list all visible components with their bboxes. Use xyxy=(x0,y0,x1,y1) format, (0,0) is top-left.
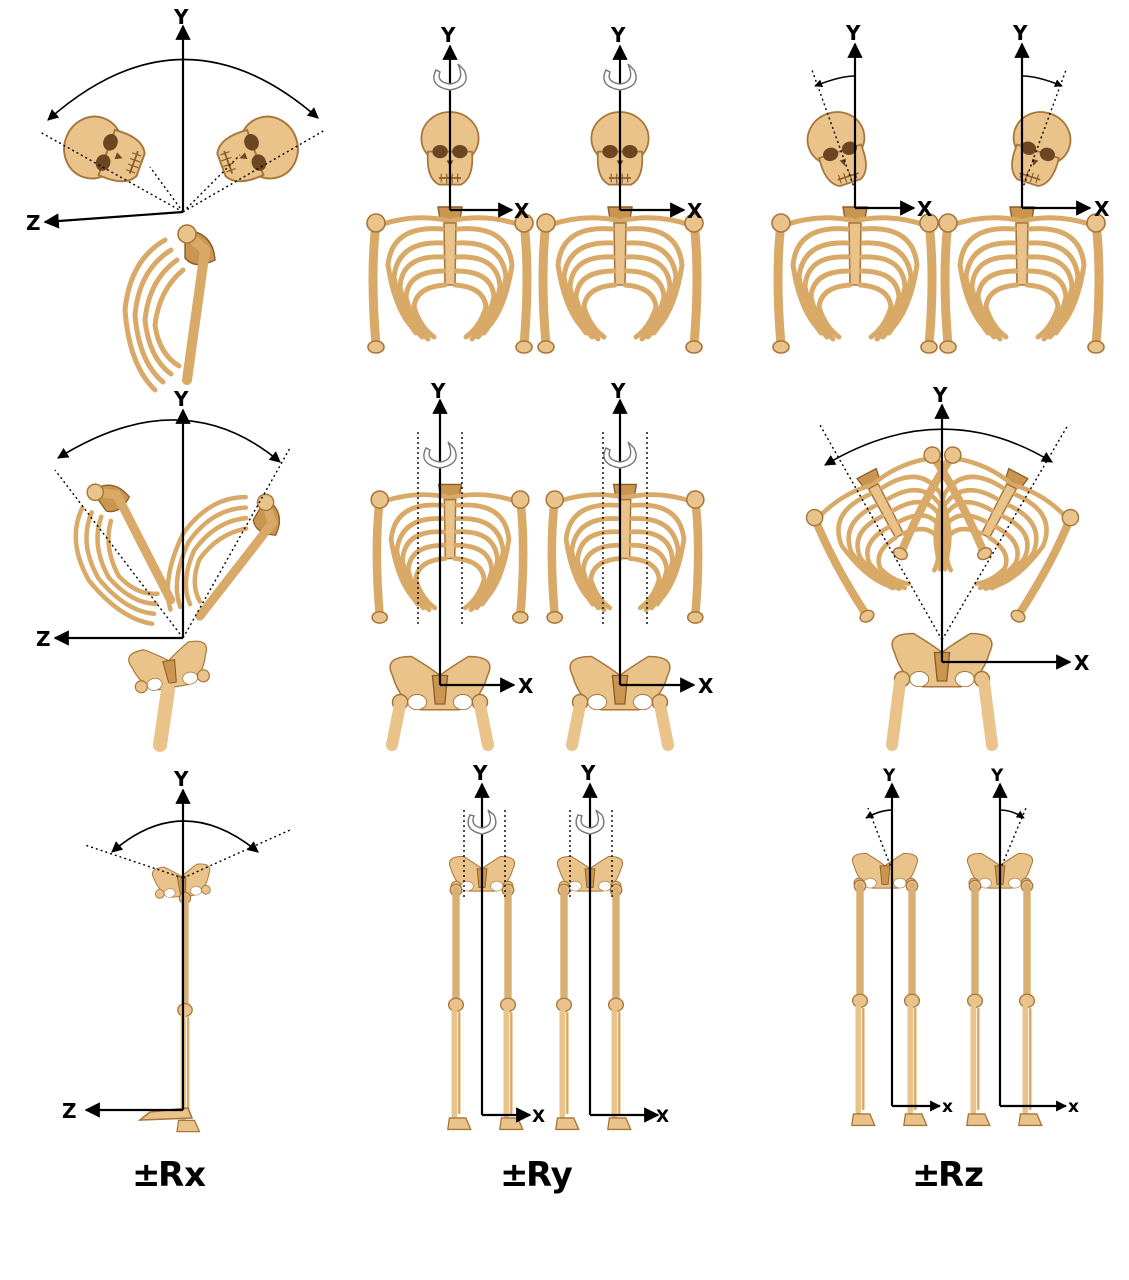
axis-label-z: Z xyxy=(62,1099,77,1123)
axis-label-z: Z xyxy=(26,211,41,235)
axis-label-y: Y xyxy=(430,379,446,403)
caption-ry-label: Ry xyxy=(526,1155,573,1195)
axis-label-x: x xyxy=(1068,1097,1079,1117)
axis-label-y: Y xyxy=(932,383,948,407)
twist-arrow-icon xyxy=(603,441,637,469)
panel-rz-legs: Y x Y x xyxy=(852,766,1079,1125)
axis-label-x: x xyxy=(942,1097,953,1117)
axis-label-y: Y xyxy=(610,379,626,403)
axis-label-y: Y xyxy=(173,767,189,791)
caption-ry: ± Ry xyxy=(500,1155,573,1195)
axis-label-y: Y xyxy=(580,761,596,785)
axis-label-x: X xyxy=(1094,197,1110,221)
axis-label-y: Y xyxy=(610,23,626,47)
panel-rx-trunk: Y Z xyxy=(36,387,291,752)
plus-minus-symbol: ± xyxy=(132,1155,161,1195)
axis-label-y: Y xyxy=(1012,21,1028,45)
axis-label-x: X xyxy=(532,1107,545,1127)
twist-arrow-icon xyxy=(433,63,467,91)
axis-label-y: Y xyxy=(440,23,456,47)
axis-label-x: X xyxy=(687,199,703,223)
twist-arrow-icon xyxy=(603,63,637,91)
axis-label-z: Z xyxy=(36,627,51,651)
panel-rx-leg: Y Z xyxy=(62,767,291,1132)
panel-ry-head: Y X Y X xyxy=(367,23,703,353)
caption-rx: ± Rx xyxy=(132,1155,206,1195)
plus-minus-symbol: ± xyxy=(912,1155,941,1195)
twist-arrow-icon xyxy=(467,809,497,835)
axis-label-x: X xyxy=(698,674,714,698)
panel-rz-trunk: Y X xyxy=(801,383,1090,751)
twist-arrow-icon xyxy=(575,809,605,835)
axis-label-x: X xyxy=(514,199,530,223)
caption-rz-label: Rz xyxy=(938,1155,984,1195)
axis-label-x: X xyxy=(1074,651,1090,675)
panel-ry-trunk: Y X Y X xyxy=(371,379,714,751)
axis-label-x: X xyxy=(656,1107,669,1127)
panel-rx-head: Y Z xyxy=(26,5,326,390)
caption-rz: ± Rz xyxy=(912,1155,984,1195)
panel-rz-head: Y X Y X xyxy=(772,21,1110,353)
twist-arrow-icon xyxy=(423,441,457,469)
axis-label-y: Y xyxy=(845,21,861,45)
panel-ry-legs: Y X Y X xyxy=(448,761,669,1129)
axis-label-y: Y xyxy=(990,766,1004,786)
axis-label-x: X xyxy=(917,197,933,221)
caption-rx-label: Rx xyxy=(158,1155,206,1195)
axis-label-y: Y xyxy=(882,766,896,786)
axis-label-y: Y xyxy=(173,387,189,411)
axis-label-y: Y xyxy=(173,5,189,29)
plus-minus-symbol: ± xyxy=(500,1155,529,1195)
axis-label-y: Y xyxy=(472,761,488,785)
axis-label-x: X xyxy=(518,674,534,698)
